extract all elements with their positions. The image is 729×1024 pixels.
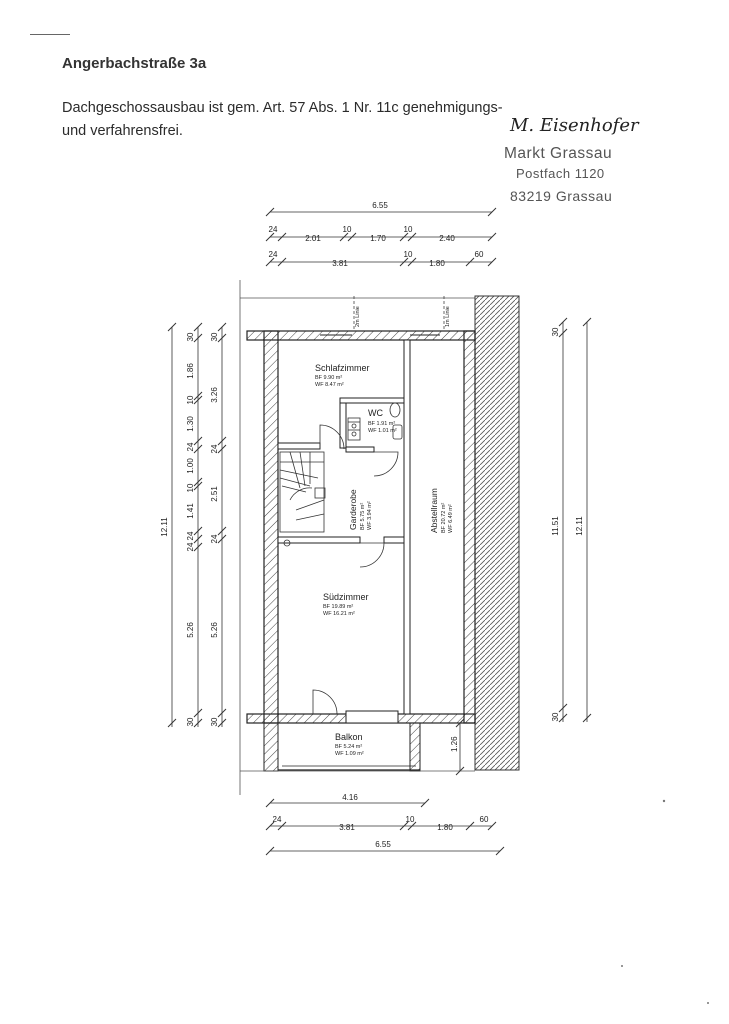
top-dimension-labels: 6.55 24 2.01 10 1.70 10 2.40 24 3.81 10 … xyxy=(269,201,484,268)
top-dim-r1-2: 10 xyxy=(343,225,352,234)
room-bf: BF 19.89 m² xyxy=(323,604,353,610)
left-dim-o11: 30 xyxy=(186,717,195,726)
bottom-dim-r1-1: 3.81 xyxy=(339,823,355,832)
left-dim-o1: 1.86 xyxy=(186,363,195,379)
top-dim-r2-2: 10 xyxy=(404,250,413,259)
balcony: Balkon BF 5.24 m² WF 1.09 m² 1.26 xyxy=(240,718,475,776)
doors xyxy=(312,424,399,715)
scan-specks xyxy=(621,799,709,1004)
top-dim-r1-0: 24 xyxy=(269,225,278,234)
left-dim-o5: 1.00 xyxy=(186,458,195,474)
left-dim-i0: 30 xyxy=(210,332,219,341)
balcony-depth: 1.26 xyxy=(450,736,459,752)
left-dim-o9: 24 xyxy=(186,542,195,551)
room-schlafzimmer: Schlafzimmer BF 9.90 m² WF 8.47 m² xyxy=(315,363,370,388)
stamp-postal-city: 83219 Grassau xyxy=(510,188,613,204)
left-dim-i1: 3.26 xyxy=(210,387,219,403)
room-wf: WF 6.49 m² xyxy=(448,504,454,533)
permit-notice: Dachgeschossausbau ist gem. Art. 57 Abs.… xyxy=(62,97,662,143)
right-dim-i0: 30 xyxy=(551,327,560,336)
room-suedzimmer: Südzimmer BF 19.89 m² WF 16.21 m² xyxy=(323,592,369,617)
room-bf: BF 5.75 m² xyxy=(360,503,366,530)
left-dim-i5: 5.26 xyxy=(210,622,219,638)
room-wf: WF 3.94 m² xyxy=(367,501,373,530)
permit-notice-line-2: und verfahrensfrei. xyxy=(62,123,183,139)
left-dim-i2: 24 xyxy=(210,444,219,453)
wc-fixtures xyxy=(347,402,403,441)
room-name: Südzimmer xyxy=(323,592,369,602)
room-abstellraum: Abstellraum BF 20.72 m² WF 6.49 m² xyxy=(429,488,454,533)
top-dim-r2-4: 60 xyxy=(475,250,484,259)
right-dim-i1: 11.51 xyxy=(551,516,560,536)
bottom-dimension-labels: 4.16 24 3.81 10 1.80 60 6.55 xyxy=(273,793,489,849)
left-dim-o0: 30 xyxy=(186,332,195,341)
bottom-dimensions xyxy=(265,798,505,856)
top-dim-r1-3: 1.70 xyxy=(370,234,386,243)
room-name: Schlafzimmer xyxy=(315,363,370,373)
right-dimensions xyxy=(558,317,592,723)
left-dim-o3: 1.30 xyxy=(186,416,195,432)
bottom-dim-r1-3: 1.80 xyxy=(437,823,453,832)
left-dim-o8: 24 xyxy=(186,531,195,540)
left-dim-o10: 5.26 xyxy=(186,622,195,638)
left-dim-o7: 1.41 xyxy=(186,503,195,519)
walls xyxy=(246,330,476,724)
room-wf: WF 1.09 m² xyxy=(335,751,364,757)
handwritten-signature: M. Eisenhofer xyxy=(510,115,639,136)
right-dim-total: 12.11 xyxy=(575,516,584,536)
left-dim-o2: 10 xyxy=(186,395,195,404)
line-label-1m: 1m Linie xyxy=(445,306,451,327)
top-dim-r1-1: 2.01 xyxy=(305,234,321,243)
top-dim-r2-1: 3.81 xyxy=(332,259,348,268)
top-dim-r2-3: 1.80 xyxy=(429,259,445,268)
room-wf: WF 1.01 m² xyxy=(368,428,397,434)
room-wf: WF 16.21 m² xyxy=(323,611,355,617)
room-bf: BF 9.90 m² xyxy=(315,375,342,381)
sheet-frame xyxy=(239,280,475,795)
left-dim-total: 12.11 xyxy=(160,517,169,537)
room-garderobe: Garderobe BF 5.75 m² WF 3.94 m² xyxy=(348,489,373,530)
room-wc: WC BF 1.91 m² WF 1.01 m² xyxy=(368,408,397,434)
room-wf: WF 8.47 m² xyxy=(315,382,344,388)
right-dim-i2: 30 xyxy=(551,712,560,721)
bottom-dim-total: 6.55 xyxy=(375,840,391,849)
room-bf: BF 20.72 m² xyxy=(441,503,447,533)
stamp-postbox: Postfach 1120 xyxy=(516,166,605,181)
room-name: Balkon xyxy=(335,732,363,742)
left-dim-o4: 24 xyxy=(186,442,195,451)
room-bf: BF 1.91 m² xyxy=(368,421,395,427)
top-dim-total: 6.55 xyxy=(372,201,388,210)
room-name: WC xyxy=(368,408,383,418)
document-title: Angerbachstraße 3a xyxy=(62,55,207,72)
height-lines xyxy=(353,296,445,330)
left-dimensions xyxy=(167,322,227,728)
permit-notice-line-1: Dachgeschossausbau ist gem. Art. 57 Abs.… xyxy=(62,100,503,116)
top-dimensions xyxy=(265,207,497,267)
line-label-2m: 2m Linie xyxy=(355,306,361,327)
right-dimension-labels: 30 11.51 30 12.11 xyxy=(551,327,584,721)
left-dim-i4: 24 xyxy=(210,534,219,543)
left-dim-i6: 30 xyxy=(210,717,219,726)
left-dimension-labels: 12.11 30 1.86 10 1.30 24 1.00 10 1.41 24… xyxy=(160,332,219,726)
page-corner-mark xyxy=(30,34,70,35)
room-bf: BF 5.24 m² xyxy=(335,744,362,750)
bottom-dim-r1-4: 60 xyxy=(480,815,489,824)
staircase xyxy=(279,451,326,547)
top-dim-r1-5: 2.40 xyxy=(439,234,455,243)
room-name: Abstellraum xyxy=(429,488,439,533)
stamp-authority: Markt Grassau xyxy=(504,145,613,162)
bottom-dim-r1-2: 10 xyxy=(406,815,415,824)
bottom-dim-r1-0: 24 xyxy=(273,815,282,824)
left-dim-i3: 2.51 xyxy=(210,486,219,502)
roof-slope-hatch xyxy=(474,295,520,771)
top-dim-r1-4: 10 xyxy=(404,225,413,234)
room-name: Garderobe xyxy=(348,489,358,530)
bottom-dim-partial: 4.16 xyxy=(342,793,358,802)
left-dim-o6: 10 xyxy=(186,483,195,492)
top-dim-r2-0: 24 xyxy=(269,250,278,259)
